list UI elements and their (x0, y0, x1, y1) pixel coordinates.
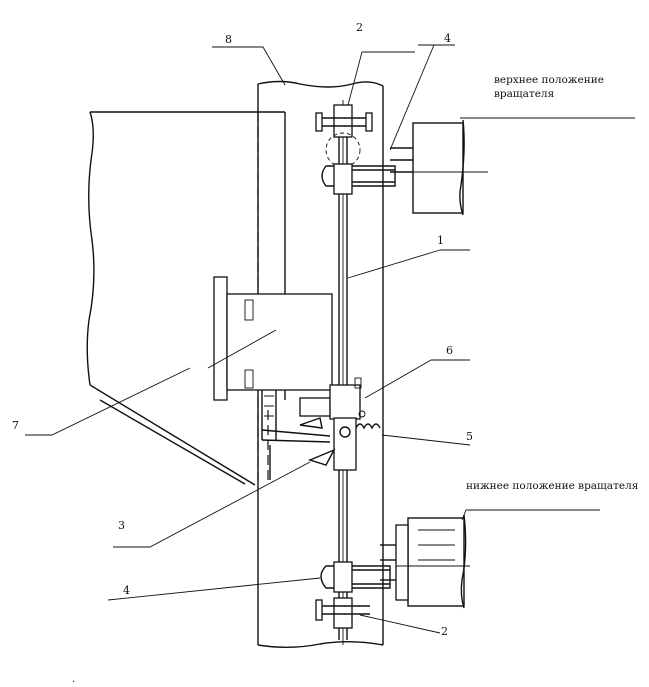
upper-position-caption-line2: вращателя (494, 88, 555, 100)
leader-lines (25, 44, 635, 634)
fork-top (315, 104, 396, 195)
label-8: 8 (225, 33, 232, 46)
corner-mark: . (72, 673, 75, 685)
column-frame (86, 111, 286, 486)
label-2-bottom: 2 (441, 625, 448, 638)
label-2-top: 2 (356, 21, 363, 34)
upper-rotator (390, 119, 488, 216)
box-7 (213, 276, 333, 480)
label-4-bottom: 4 (123, 584, 130, 597)
lever-assembly (261, 377, 381, 471)
label-6: 6 (446, 344, 453, 357)
label-4-top: 4 (444, 32, 451, 45)
lower-position-caption: нижнее положение вращателя (466, 480, 639, 492)
lower-rotator (380, 514, 470, 609)
label-1: 1 (437, 234, 444, 247)
part-numbers: 8 2 4 1 6 5 7 3 4 2 (12, 21, 473, 638)
label-3: 3 (118, 519, 125, 532)
label-5: 5 (466, 430, 473, 443)
label-7: 7 (12, 419, 19, 432)
fork-bottom (315, 561, 391, 629)
upper-position-caption-line1: верхнее положение (494, 74, 604, 86)
captions: верхнее положение вращателя нижнее полож… (466, 74, 639, 492)
